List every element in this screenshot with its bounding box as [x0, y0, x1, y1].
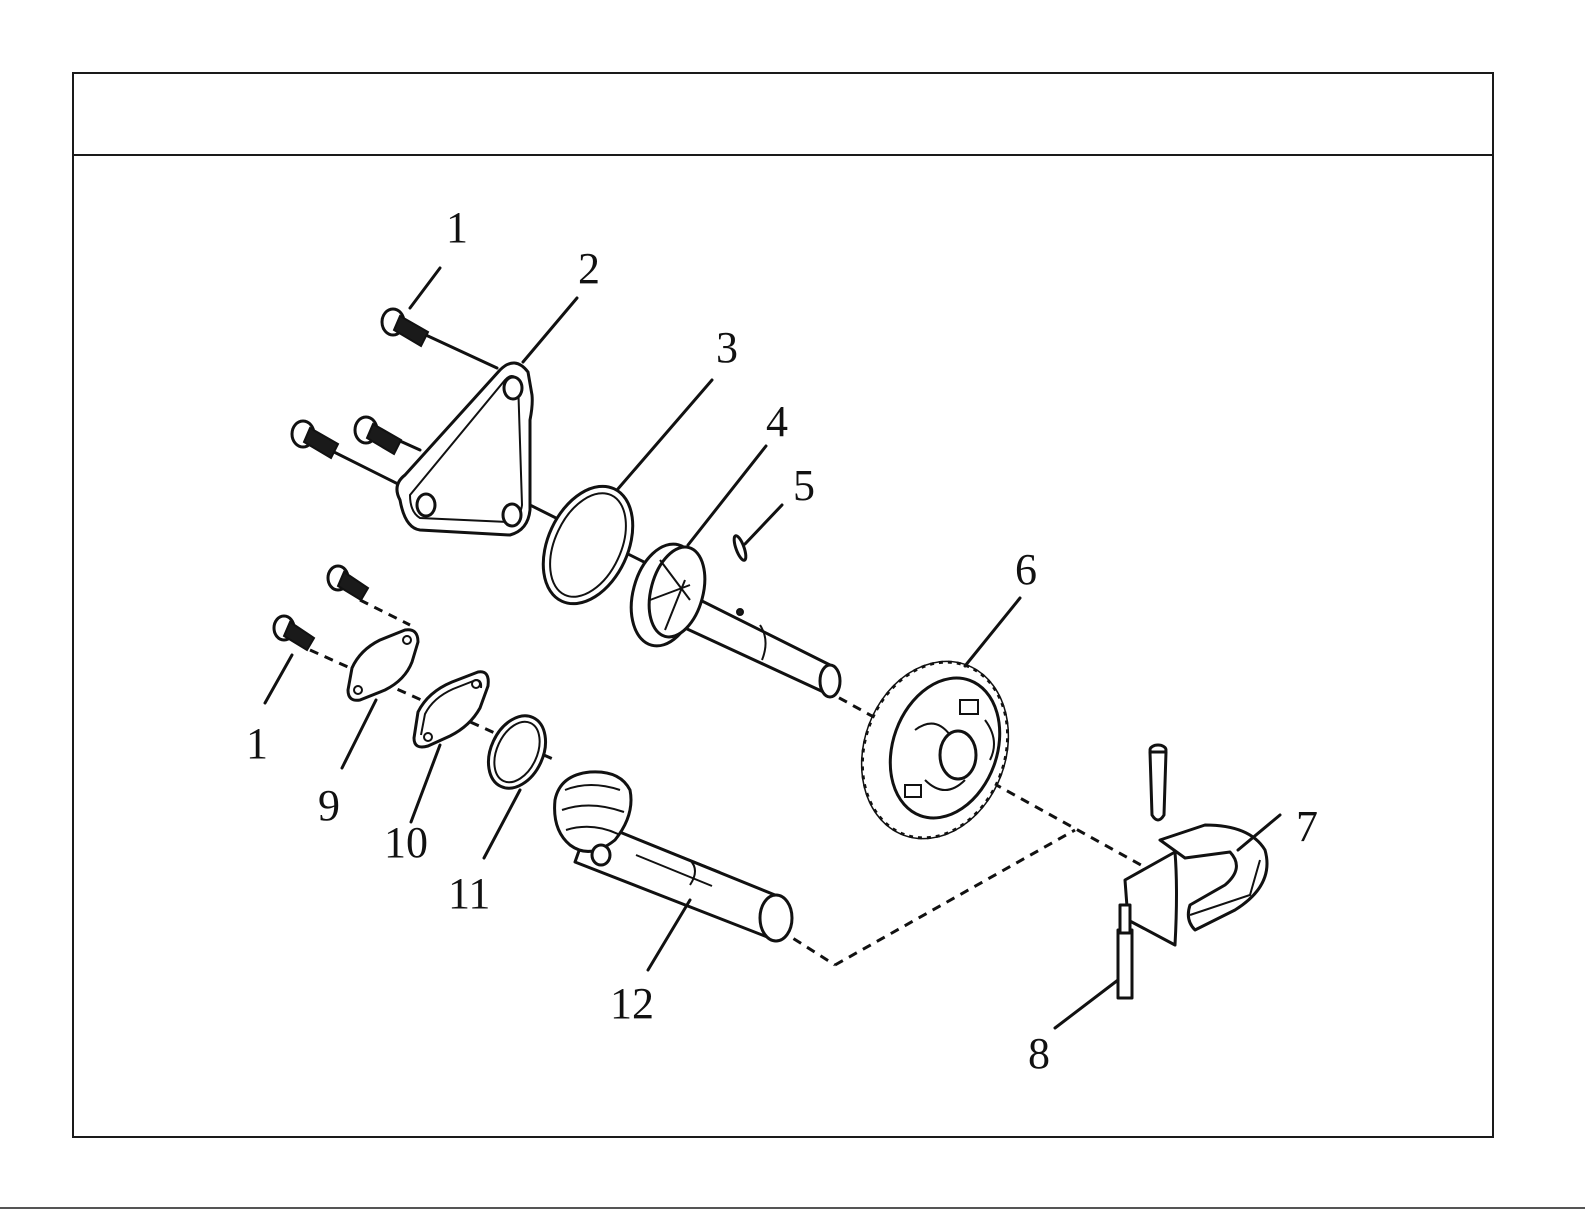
- small-cover-plate: [348, 630, 418, 701]
- small-pin: [732, 534, 748, 561]
- impeller-shaft: [621, 536, 840, 697]
- bolt-lower-1: [328, 566, 368, 600]
- callout-4: 4: [766, 397, 788, 446]
- o-ring-small: [477, 707, 556, 798]
- bolt-upper-3: [292, 421, 338, 458]
- driven-gear: [838, 641, 1031, 858]
- bottom-rule: [0, 1207, 1585, 1209]
- callout-12: 12: [610, 979, 654, 1028]
- camshaft: [555, 772, 792, 941]
- callout-1-lower: 1: [246, 719, 268, 768]
- bolt-upper-2: [355, 417, 401, 454]
- callout-10: 10: [384, 818, 428, 867]
- bolt-lower-2: [274, 616, 314, 650]
- callout-6: 6: [1015, 545, 1037, 594]
- lower-pin: [1118, 905, 1132, 998]
- callout-11: 11: [448, 869, 490, 918]
- callout-8: 8: [1028, 1029, 1050, 1078]
- callout-1-top: 1: [446, 203, 468, 252]
- bolt-upper-1: [382, 309, 428, 346]
- gasket: [414, 672, 488, 747]
- callout-5: 5: [793, 461, 815, 510]
- callout-3: 3: [716, 323, 738, 372]
- fork-upper-pin: [1150, 745, 1166, 820]
- callout-2: 2: [578, 244, 600, 293]
- callout-7: 7: [1296, 802, 1318, 851]
- callout-9: 9: [318, 781, 340, 830]
